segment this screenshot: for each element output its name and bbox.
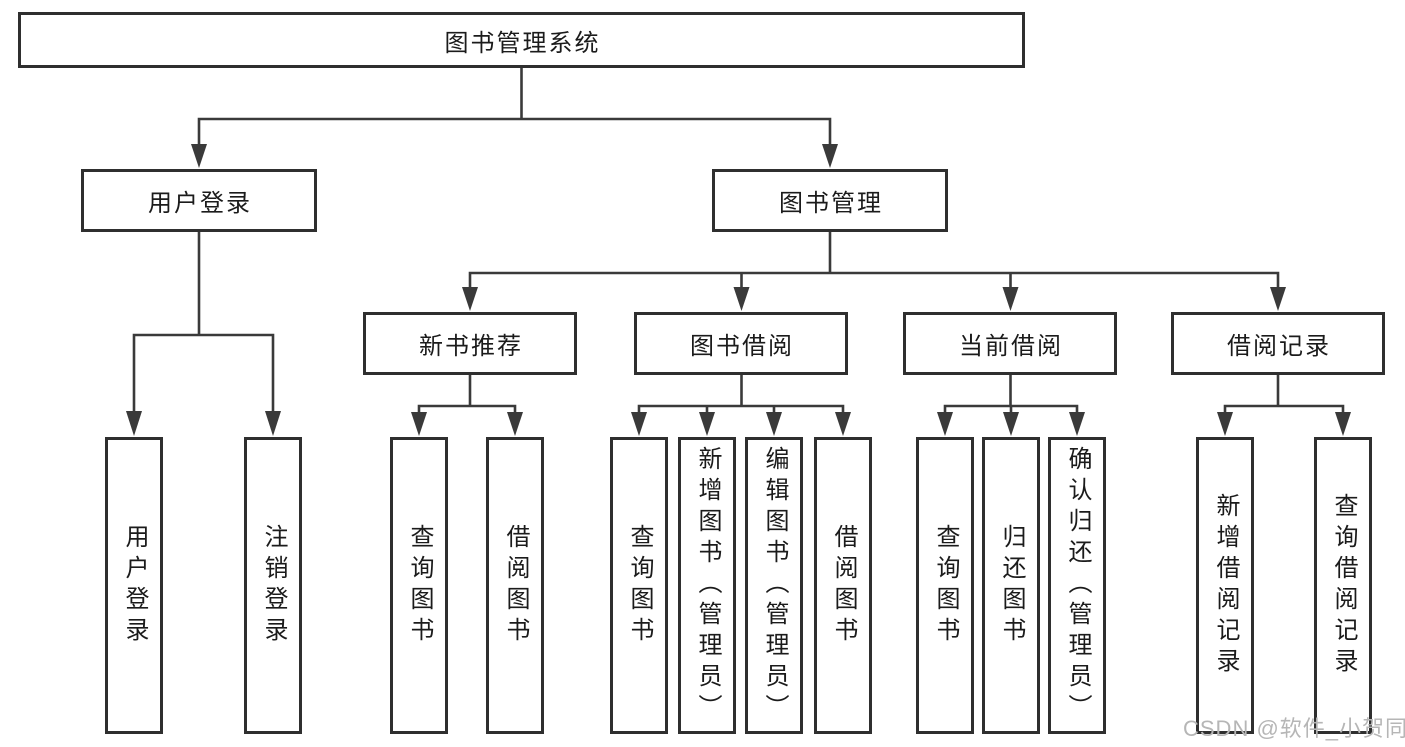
leaf-logout: 注销登录 [244,437,302,734]
arrowhead-book-borrowing [733,287,750,311]
leaf-query-borrow-record: 查询借阅记录 [1314,437,1372,734]
leaf-add-books-admin: 新增图书（管理员） [678,437,736,734]
leaf-user-login: 用户登录 [105,437,163,734]
node-new-book-recommend: 新书推荐 [363,312,577,375]
arrowhead-query-books-2 [631,412,647,436]
arrowhead-borrow-books-2 [835,412,851,436]
leaf-add-borrow-record: 新增借阅记录 [1196,437,1254,734]
connector-book-borrowing-rail [637,404,845,414]
connector-new-book-rail [417,404,517,414]
node-borrowing-records: 借阅记录 [1171,312,1385,375]
arrowhead-leaf-user-login [126,411,142,436]
node-book-management: 图书管理 [712,169,948,232]
arrowhead-add-books [699,412,715,436]
connector-level2-rail [197,117,832,146]
arrowhead-confirm-return [1069,412,1085,436]
arrowhead-borrowing-records [1270,287,1286,311]
arrowhead-query-borrow-record [1335,412,1351,436]
connector-current-borrowing-rail [943,404,1079,414]
leaf-query-books-recommend: 查询图书 [390,437,448,734]
arrowhead-return-books [1003,412,1019,436]
node-root-system: 图书管理系统 [18,12,1025,68]
node-book-borrowing: 图书借阅 [634,312,848,375]
arrowhead-book-management [822,144,838,168]
connector-level3-rail [468,271,1280,288]
arrowhead-leaf-logout [265,411,281,436]
leaf-borrow-books-recommend: 借阅图书 [486,437,544,734]
leaf-query-books-current: 查询图书 [916,437,974,734]
node-current-borrowing: 当前借阅 [903,312,1117,375]
arrowhead-user-login [191,144,207,168]
arrowhead-add-borrow-record [1217,412,1233,436]
leaf-return-books: 归还图书 [982,437,1040,734]
arrowhead-borrow-books-1 [507,412,523,436]
csdn-watermark: CSDN @软件_小贺同学 [1183,716,1405,741]
node-user-login: 用户登录 [81,169,317,232]
leaf-borrow-books-borrowing: 借阅图书 [814,437,872,734]
arrowhead-query-books-3 [937,412,953,436]
arrowhead-query-books-1 [411,412,427,436]
connector-borrowing-records-rail [1223,404,1345,414]
arrowhead-new-book-recommend [462,287,478,311]
leaf-confirm-return-admin: 确认归还（管理员） [1048,437,1106,734]
connector-user-login-rail [132,333,275,413]
leaf-edit-books-admin: 编辑图书（管理员） [745,437,803,734]
leaf-query-books-borrowing: 查询图书 [610,437,668,734]
arrowhead-edit-books [766,412,782,436]
arrowhead-current-borrowing [1002,287,1019,311]
